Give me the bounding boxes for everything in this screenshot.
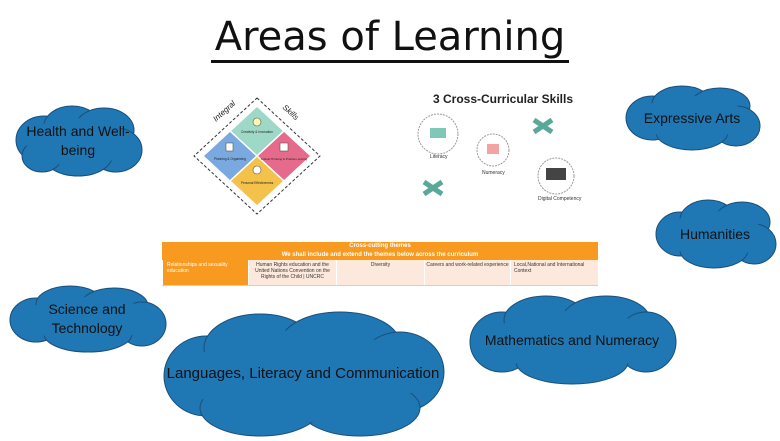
cloud-mathematics-numeracy[interactable]: Mathematics and Numeracy xyxy=(466,294,678,386)
integral-skills-diamond: Integral Skills Creativity & Innovation … xyxy=(193,97,321,215)
lightbulb-icon xyxy=(252,117,262,127)
table-row: Relationships and sexuality education Hu… xyxy=(162,260,598,286)
table-heading: Cross-cutting themes xyxy=(349,243,411,249)
cloud-expressive-arts[interactable]: Expressive Arts xyxy=(622,84,762,152)
cloud-label: Science and Technology xyxy=(48,301,126,336)
cloud-label: Expressive Arts xyxy=(643,109,741,126)
cloud-label: Mathematics and Numeracy xyxy=(484,331,660,348)
cross-curricular-title: 3 Cross-Curricular Skills xyxy=(432,92,574,106)
cloud-health-wellbeing[interactable]: Health and Well-being xyxy=(12,104,144,178)
cloud-label: Languages, Literacy and Communication xyxy=(166,364,440,382)
person-icon xyxy=(252,165,262,175)
cloud-shape xyxy=(625,85,761,151)
literacy-label: Literacy xyxy=(430,154,448,160)
shuffle-arrows-icon xyxy=(422,179,444,197)
cloud-shape xyxy=(15,105,143,177)
table-subheading: We shall include and extend the themes b… xyxy=(281,252,479,258)
cloud-shape xyxy=(469,295,677,385)
integral-skills-diagram: Integral Skills Creativity & Innovation … xyxy=(192,96,322,216)
puzzle-icon xyxy=(279,142,289,152)
calculator-icon xyxy=(487,144,499,154)
cross-curricular-icons xyxy=(417,113,575,197)
cloud-humanities[interactable]: Humanities xyxy=(652,198,778,270)
diamond-bottom xyxy=(228,154,286,208)
table-cell: Human Rights education and the United Na… xyxy=(248,260,336,285)
cloud-label: Health and Well-being xyxy=(26,123,130,158)
computer-icon xyxy=(546,168,566,180)
cloud-label: Humanities xyxy=(679,225,751,242)
cloud-shape xyxy=(163,311,445,437)
critical-thinking-label: Critical Thinking & Problem-solving xyxy=(261,157,308,161)
page-title: Areas of Learning xyxy=(0,14,780,63)
cloud-shape xyxy=(9,285,167,353)
cloud-science-technology[interactable]: Science and Technology xyxy=(6,284,168,354)
shuffle-arrows-icon xyxy=(532,117,554,135)
table-cell: Diversity xyxy=(336,260,424,285)
planning-label: Planning & Organising xyxy=(214,157,246,161)
table-cell: Local,National and International Context xyxy=(510,260,598,285)
personal-effectiveness-label: Personal Effectiveness xyxy=(241,181,274,185)
cloud-languages-literacy-communication[interactable]: Languages, Literacy and Communication xyxy=(160,310,446,438)
clipboard-icon xyxy=(225,142,234,152)
skills-label: Skills xyxy=(281,103,301,122)
cloud-shape xyxy=(655,199,777,269)
numeracy-label: Numeracy xyxy=(482,170,505,176)
book-icon xyxy=(430,128,446,138)
digital-competency-label: Digital Competency xyxy=(538,196,582,202)
table-cell: Careers and work-related experience xyxy=(424,260,510,285)
cross-curricular-skills: 3 Cross-Curricular Skills Literacy Numer… xyxy=(408,92,594,212)
cross-cutting-themes-table: Cross-cutting themes We shall include an… xyxy=(162,242,598,286)
table-cell: Relationships and sexuality education xyxy=(162,260,248,285)
creativity-label: Creativity & Innovation xyxy=(241,130,273,134)
table-header: Cross-cutting themes We shall include an… xyxy=(162,242,598,260)
